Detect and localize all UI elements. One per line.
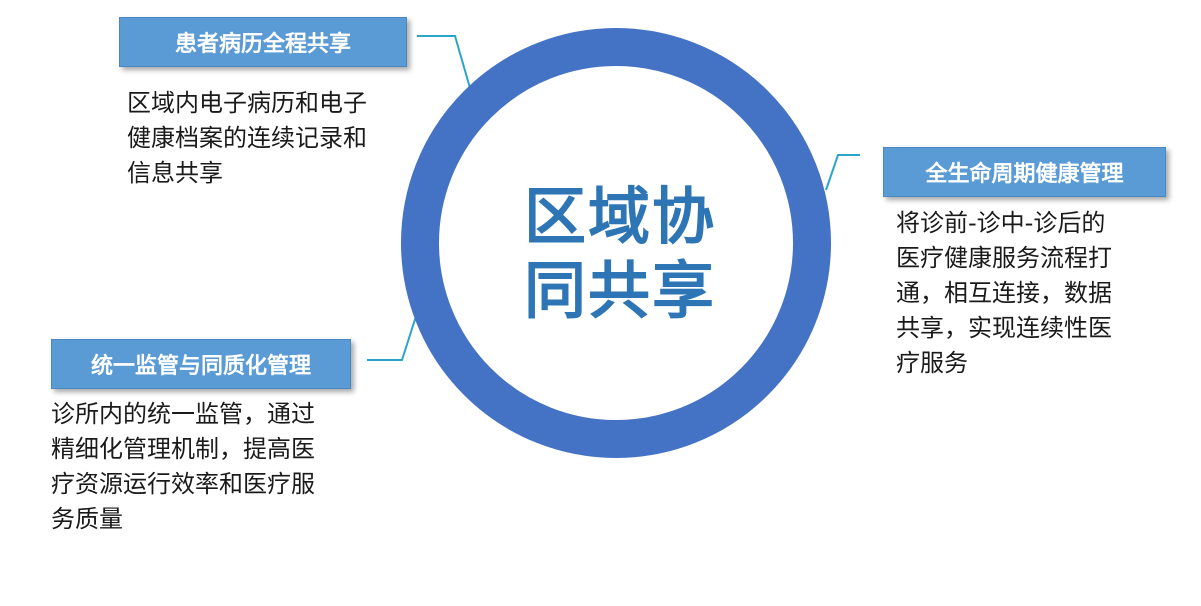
heading-box-lifecycle-health: 全生命周期健康管理 bbox=[883, 147, 1166, 197]
heading-label: 全生命周期健康管理 bbox=[925, 162, 1124, 187]
center-title-line-2: 同共享 bbox=[523, 254, 716, 327]
center-title: 区域协 同共享 bbox=[490, 180, 750, 328]
description-patient-records: 区域内电子病历和电子 健康档案的连续记录和 信息共享 bbox=[127, 89, 367, 187]
heading-box-patient-records: 患者病历全程共享 bbox=[119, 17, 407, 67]
connector-line-1 bbox=[417, 35, 471, 89]
description-lifecycle-health: 将诊前-诊中-诊后的 医疗健康服务流程打 通，相互连接，数据 共享，实现连续性医… bbox=[896, 209, 1112, 377]
center-title-line-1: 区域协 bbox=[523, 180, 716, 253]
connector-line-3 bbox=[367, 312, 418, 361]
description-unified-supervision: 诊所内的统一监管，通过 精细化管理机制，提高医 疗资源运行效率和医疗服 务质量 bbox=[51, 400, 315, 533]
heading-label: 统一监管与同质化管理 bbox=[90, 354, 311, 379]
heading-box-unified-supervision: 统一监管与同质化管理 bbox=[51, 339, 351, 389]
heading-label: 患者病历全程共享 bbox=[174, 32, 351, 57]
connector-line-2 bbox=[825, 154, 860, 191]
